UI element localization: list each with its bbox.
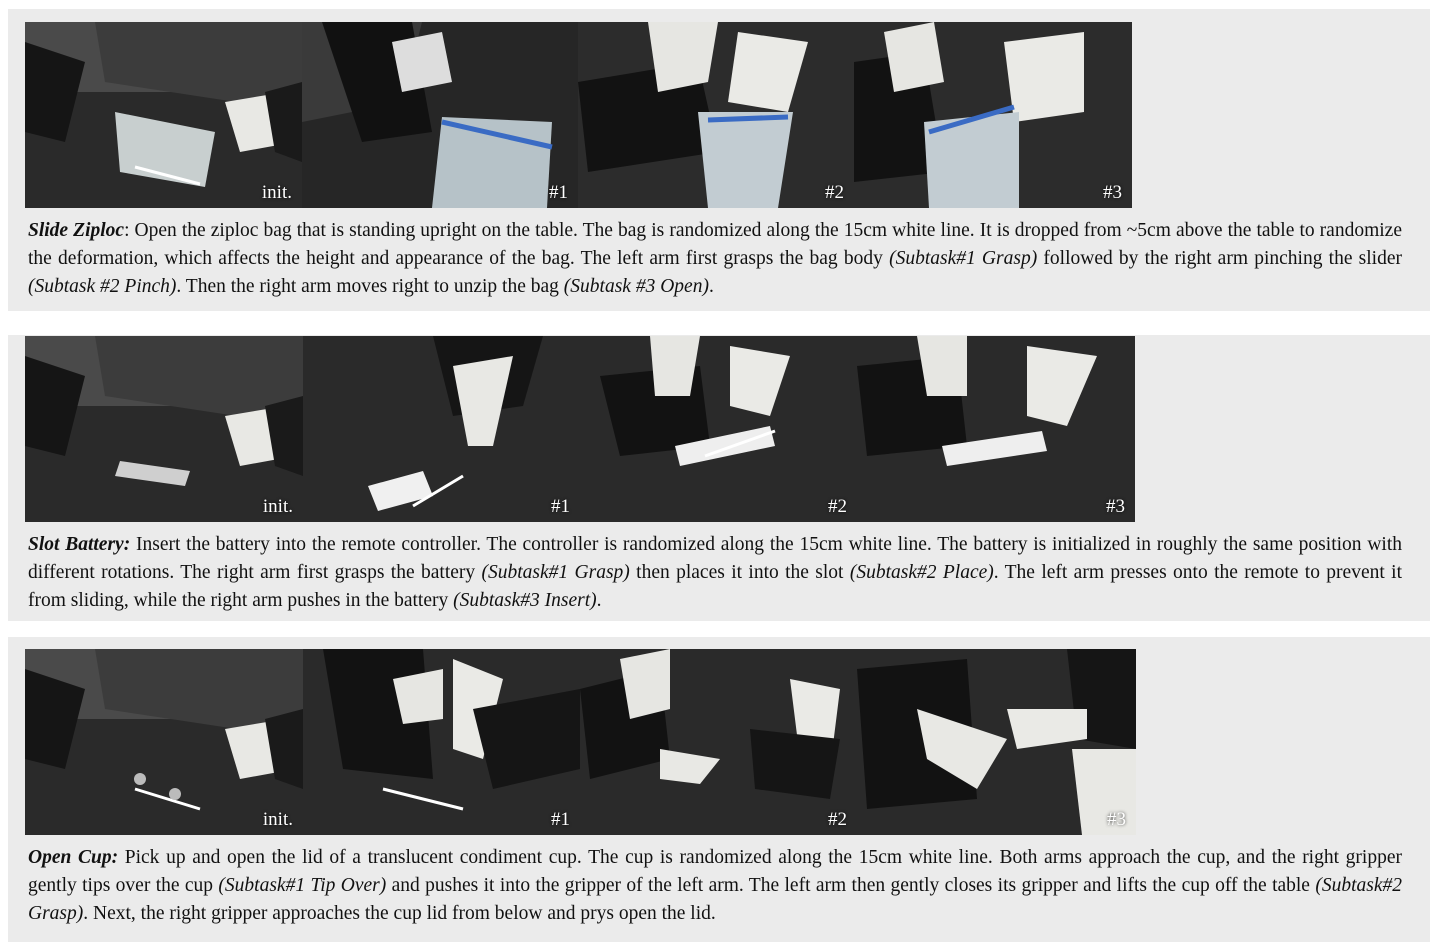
robot-scene: [25, 649, 303, 835]
photo-step-1: #1: [302, 22, 578, 208]
caption-title: Slide Ziploc: [28, 220, 125, 241]
caption-subtask: (Subtask#2 Grasp): [28, 875, 1402, 924]
caption-subtask: (Subtask#3 Insert): [453, 590, 597, 611]
caption-subtask: (Subtask #2 Pinch): [28, 276, 177, 297]
caption-text: then places it into the slot: [629, 562, 850, 583]
photo-init: init.: [25, 22, 302, 208]
frame-label: #2: [828, 496, 847, 517]
robot-scene: [857, 336, 1135, 522]
robot-scene: [578, 22, 854, 208]
frame-label: #3: [1103, 182, 1122, 203]
robot-scene: [854, 22, 1132, 208]
photo-step-2: #2: [578, 22, 854, 208]
caption-text: .: [708, 276, 714, 297]
photo-step-2: #2: [580, 649, 857, 835]
photo-step-3: #3: [857, 336, 1135, 522]
caption-subtask: (Subtask#1 Grasp): [481, 562, 630, 583]
caption-subtask: (Subtask#2 Place): [849, 562, 994, 583]
caption-text: Insert the battery into the remote contr…: [28, 534, 1402, 583]
caption-subtask: (Subtask#1 Grasp): [889, 248, 1038, 269]
caption-text: .: [596, 590, 602, 611]
caption-text: . The left arm presses onto the remote t…: [28, 562, 1402, 611]
frame-label: #2: [828, 809, 847, 830]
figure-panel-slot-battery: init. #1 #2: [8, 335, 1430, 621]
figure-panel-open-cup: init. #1 #2: [8, 637, 1430, 942]
caption-separator: :: [124, 220, 130, 241]
image-strip: init. #1 #2: [25, 336, 1135, 522]
figure-panel-slide-ziploc: init. #1 #2: [8, 9, 1430, 311]
frame-label: #3: [1107, 809, 1126, 830]
caption-title: Open Cup:: [28, 847, 119, 868]
figure-caption: Open Cup: Pick up and open the lid of a …: [28, 844, 1402, 928]
caption-text: followed by the right arm pinching the s…: [1037, 248, 1402, 269]
frame-label: #1: [549, 182, 568, 203]
robot-scene: [25, 22, 302, 208]
frame-label: init.: [262, 496, 293, 517]
figure-caption: Slide Ziploc: Open the ziploc bag that i…: [28, 217, 1402, 301]
frame-label: #1: [551, 809, 570, 830]
photo-step-3: #3: [854, 22, 1132, 208]
robot-scene: [857, 649, 1136, 835]
figure-caption: Slot Battery: Insert the battery into th…: [28, 531, 1402, 615]
photo-init: init.: [25, 649, 303, 835]
image-strip: init. #1 #2: [25, 649, 1136, 835]
caption-text: Pick up and open the lid of a translucen…: [28, 847, 1402, 896]
caption-text: . Then the right arm moves right to unzi…: [176, 276, 564, 297]
frame-label: init.: [261, 182, 292, 203]
frame-label: #3: [1106, 496, 1125, 517]
robot-scene: [580, 649, 857, 835]
caption-subtask: (Subtask #3 Open): [563, 276, 709, 297]
photo-step-1: #1: [303, 649, 580, 835]
photo-step-2: #2: [580, 336, 857, 522]
caption-text: Open the ziploc bag that is standing upr…: [28, 220, 1402, 269]
frame-label: #2: [825, 182, 844, 203]
frame-label: #1: [551, 496, 570, 517]
caption-text: and pushes it into the gripper of the le…: [386, 875, 1316, 896]
caption-text: . Next, the right gripper approaches the…: [83, 903, 716, 924]
caption-subtask: (Subtask#1 Tip Over): [218, 875, 387, 896]
robot-scene: [303, 649, 580, 835]
photo-step-3: #3: [857, 649, 1136, 835]
photo-step-1: #1: [303, 336, 580, 522]
caption-title: Slot Battery:: [28, 534, 131, 555]
frame-label: init.: [262, 809, 293, 830]
robot-scene: [302, 22, 578, 208]
photo-init: init.: [25, 336, 303, 522]
robot-scene: [303, 336, 580, 522]
robot-scene: [580, 336, 857, 522]
image-strip: init. #1 #2: [25, 22, 1132, 208]
robot-scene: [25, 336, 303, 522]
